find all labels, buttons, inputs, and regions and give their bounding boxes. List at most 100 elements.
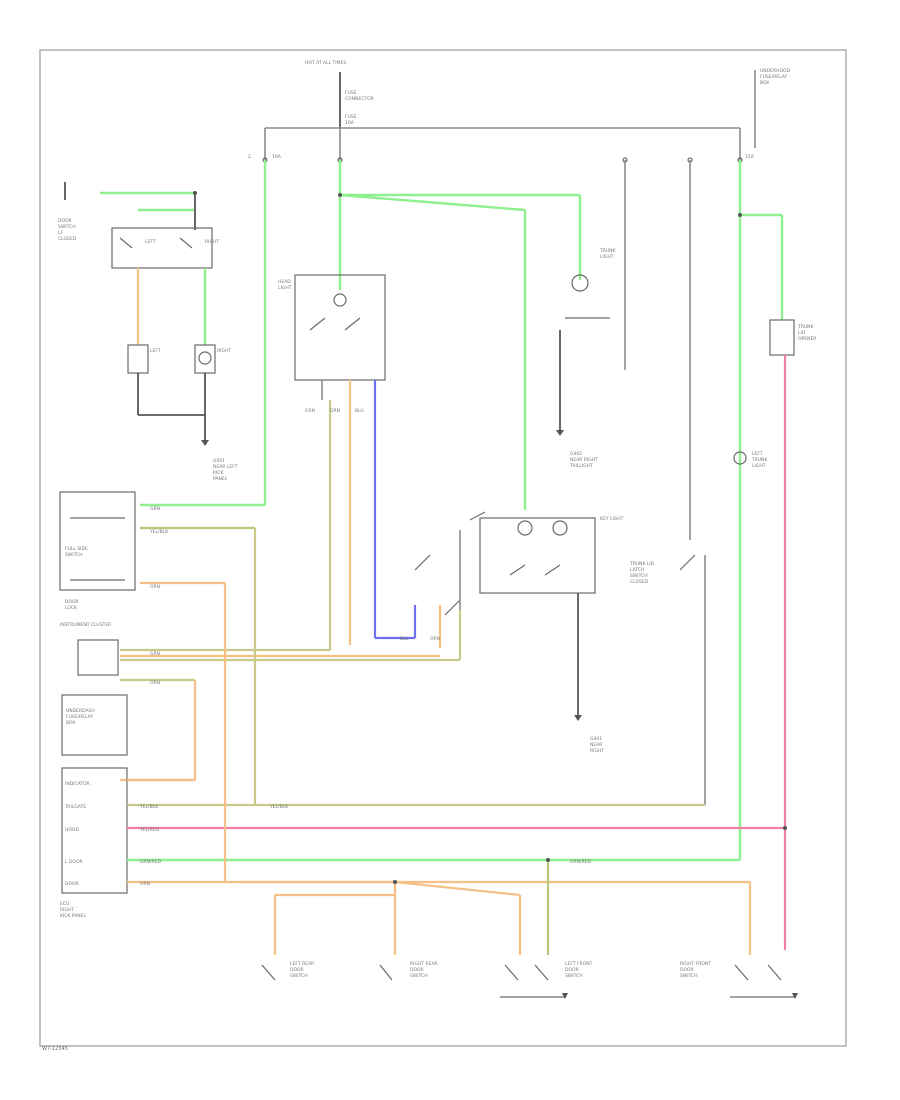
svg-text:DOOR: DOOR [680,967,694,973]
svg-text:LID: LID [798,330,806,336]
svg-text:SWITCH: SWITCH [680,973,698,979]
svg-text:INSTRUMENT CLUSTER: INSTRUMENT CLUSTER [60,622,111,628]
svg-text:LATCH: LATCH [630,567,644,573]
svg-text:ORN: ORN [330,408,340,414]
svg-text:DOOR: DOOR [410,967,424,973]
svg-text:L DOOR: L DOOR [65,859,83,865]
svg-text:KEY LIGHT: KEY LIGHT [600,516,624,522]
diagram-frame [39,49,847,1047]
svg-text:LOCK: LOCK [65,605,78,611]
svg-text:BOX: BOX [66,720,75,726]
svg-text:GRN: GRN [150,651,160,657]
svg-text:YEL/BLK: YEL/BLK [139,804,159,810]
svg-text:CONNECTOR: CONNECTOR [345,96,374,102]
svg-text:UNDERHOOD: UNDERHOOD [760,68,791,74]
svg-text:TRUNK: TRUNK [599,248,617,254]
svg-text:PANEL: PANEL [213,476,228,482]
svg-text:SWITCH: SWITCH [290,973,308,979]
svg-text:LIGHT: LIGHT [752,463,766,469]
svg-text:SWITCH: SWITCH [565,973,583,979]
svg-text:YEL/BLK: YEL/BLK [269,804,289,810]
svg-text:LEFT: LEFT [752,451,763,457]
svg-text:SWITCH: SWITCH [630,573,648,579]
svg-text:FULL SIDE: FULL SIDE [65,546,88,552]
svg-text:10A: 10A [345,120,355,126]
svg-text:FUSE: FUSE [345,90,357,96]
svg-text:SWITCH: SWITCH [65,552,83,558]
svg-text:OPENER: OPENER [798,336,816,342]
svg-text:ORN: ORN [430,636,440,642]
svg-text:ORN: ORN [150,680,160,686]
svg-text:FUSE/RELAY: FUSE/RELAY [66,714,93,720]
key-light-switch: KEY LIGHT G401 NEAR RIGHT [469,511,624,754]
headlight-switch: HEAD LIGHT GRN ORN BLU [278,160,580,650]
cluster-connector: GRN ORN [77,639,460,782]
footer-code: W7-12345 [42,1046,68,1052]
svg-text:HOT AT ALL TIMES: HOT AT ALL TIMES [305,60,346,66]
svg-text:NEAR: NEAR [590,742,602,748]
dome-light: TRUNK LIGHT G402 NEAR RIGHT TAILLIGHT [556,160,626,469]
svg-text:LEFT FRONT: LEFT FRONT [565,961,593,967]
svg-text:RIGHT: RIGHT [205,239,219,245]
svg-text:RIGHT: RIGHT [590,748,604,754]
svg-text:LIGHT: LIGHT [278,285,292,291]
svg-text:SWITCH: SWITCH [410,973,428,979]
svg-text:LF: LF [58,230,64,236]
right-side-circuit: TRUNK LID OPENER LEFT TRUNK LIGHT TRUNK … [629,160,816,950]
svg-text:2: 2 [248,154,251,160]
svg-text:TAILLIGHT: TAILLIGHT [569,463,593,469]
svg-text:15A: 15A [745,154,755,160]
svg-text:G401: G401 [590,736,602,742]
svg-text:DOOR: DOOR [58,218,72,224]
svg-text:DOOR: DOOR [290,967,304,973]
svg-text:RIGHT: RIGHT [217,348,231,354]
svg-text:SWITCH: SWITCH [58,224,76,230]
svg-text:TAILGATE: TAILGATE [64,804,86,810]
control-unit: INDICATOR TAILGATE HOOD L DOOR DOOR ECU … [60,767,785,919]
courtesy-light-circuit: DOOR SWITCH LF CLOSED LEFT RIGHT LEFT RI… [58,182,238,482]
svg-text:GRN: GRN [305,408,315,414]
svg-text:DOOR: DOOR [65,599,79,605]
svg-text:CLOSED: CLOSED [58,236,77,242]
svg-text:DOOR: DOOR [565,967,579,973]
svg-text:FUSE/RELAY: FUSE/RELAY [760,74,787,80]
svg-text:CLOSED: CLOSED [630,579,649,585]
svg-text:DOOR: DOOR [65,881,79,887]
gear-position-switch: BLU ORN [375,530,462,660]
svg-text:G402: G402 [570,451,582,457]
svg-text:FUSE: FUSE [345,114,357,120]
svg-text:ECU: ECU [60,901,69,907]
svg-text:TRUNK: TRUNK [751,457,769,463]
svg-text:G501: G501 [213,458,225,464]
svg-text:10A: 10A [272,154,282,160]
instrument-cluster: FULL SIDE SWITCH DOOR LOCK INSTRUMENT CL… [59,491,255,628]
svg-text:TRUNK LID: TRUNK LID [629,561,655,567]
svg-text:HEAD: HEAD [278,279,291,285]
svg-text:TRUNK: TRUNK [797,324,815,330]
svg-text:ORN: ORN [140,881,150,887]
door-switches: LEFT REAR DOOR SWITCH RIGHT REAR DOOR SW… [240,860,798,999]
svg-text:KICK PANEL: KICK PANEL [60,913,87,919]
svg-text:LEFT: LEFT [145,239,156,245]
svg-text:NEAR LEFT: NEAR LEFT [213,464,238,470]
svg-text:BOX: BOX [760,80,769,86]
svg-text:RIGHT REAR: RIGHT REAR [410,961,438,967]
svg-text:RIGHT FRONT: RIGHT FRONT [680,961,711,967]
svg-text:UNDERDASH: UNDERDASH [66,708,95,714]
svg-text:LEFT REAR: LEFT REAR [290,961,314,967]
svg-text:GRN: GRN [150,506,160,512]
power-feed: HOT AT ALL TIMES FUSE CONNECTOR FUSE 10A… [248,60,791,163]
svg-text:YEL/BLK: YEL/BLK [149,529,169,535]
svg-text:YEL/RED: YEL/RED [139,827,160,833]
svg-text:KICK: KICK [213,470,224,476]
security-module: UNDERDASH FUSE/RELAY BOX [61,694,128,756]
svg-text:BLU: BLU [400,636,409,642]
junctions [193,191,787,884]
svg-text:HOOD: HOOD [65,827,79,833]
svg-text:INDICATOR: INDICATOR [65,781,90,787]
svg-text:BLU: BLU [355,408,364,414]
svg-text:RIGHT: RIGHT [60,907,74,913]
svg-text:LEFT: LEFT [150,348,161,354]
svg-text:LIGHT: LIGHT [600,254,614,260]
